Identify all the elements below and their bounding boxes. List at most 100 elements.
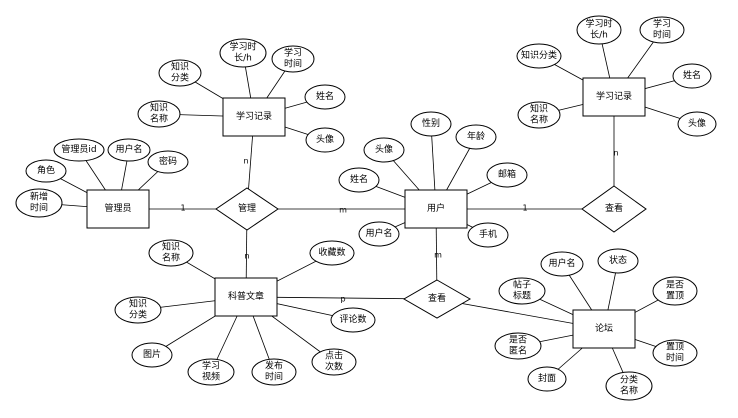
label: 姓名: [316, 90, 334, 102]
attribute-article-6: 发布时间: [251, 358, 297, 386]
attribute-record_right-5: 头像: [677, 111, 717, 137]
label: 图片: [143, 348, 161, 360]
attribute-ellipse: [330, 307, 376, 333]
attribute-article-7: 点击次数: [311, 348, 357, 376]
attribute-ellipse: [672, 63, 712, 89]
attribute-ellipse: [15, 188, 63, 218]
attribute-forum-0: 用户名: [540, 251, 584, 277]
label: 发布时间: [265, 360, 283, 383]
label: 知识分类: [171, 61, 189, 84]
attribute-ellipse: [271, 45, 315, 73]
attribute-user-5: 用户名: [358, 221, 400, 247]
attribute-ellipse: [219, 38, 267, 68]
label: 管理员: [104, 202, 131, 214]
attribute-article-5: 学习视频: [187, 358, 235, 386]
attribute-ellipse: [494, 332, 542, 360]
cardinality-user_view_article: m: [434, 251, 442, 260]
attribute-record_right-0: 知识分类: [516, 43, 562, 69]
label: 分类名称: [620, 374, 638, 397]
attribute-article-4: 图片: [131, 342, 173, 368]
attribute-ellipse: [114, 296, 162, 324]
attribute-ellipse: [148, 239, 194, 267]
cardinality-manage_article: n: [244, 252, 249, 261]
relationship-view_record: 查看: [581, 185, 647, 233]
attribute-manager-2: 用户名: [107, 138, 151, 162]
attribute-manager-0: 角色: [25, 159, 67, 183]
attribute-ellipse: [652, 276, 698, 306]
label: 知识名称: [150, 102, 168, 125]
attribute-user-6: 手机: [467, 222, 509, 248]
attribute-ellipse: [304, 84, 346, 110]
attribute-ellipse: [311, 348, 357, 376]
attribute-record_right-4: 知识名称: [517, 101, 561, 129]
entity-record_right: 学习记录: [582, 77, 646, 117]
label: 姓名: [350, 173, 368, 185]
cardinality-user_view_record: 1: [522, 204, 527, 213]
attribute-record_right-2: 学习时间: [639, 16, 685, 44]
entity-box: [222, 97, 286, 137]
label: 头像: [316, 133, 334, 145]
attribute-record_top-5: 头像: [305, 127, 345, 153]
attribute-ellipse: [107, 138, 151, 162]
attribute-ellipse: [652, 339, 698, 367]
attribute-user-2: 头像: [363, 137, 405, 163]
cardinality-view_record_record: n: [613, 149, 618, 158]
attribute-user-4: 邮箱: [486, 162, 528, 188]
label: 用户名: [115, 143, 142, 155]
attribute-ellipse: [527, 366, 567, 392]
entity-box: [404, 189, 468, 229]
attribute-ellipse: [25, 159, 67, 183]
attribute-ellipse: [455, 124, 497, 150]
label: 帖子标题: [513, 279, 531, 302]
label: 管理员id: [61, 143, 96, 155]
label: m: [339, 206, 347, 215]
label: 新增时间: [30, 191, 48, 214]
relationship-view_forum: 查看: [402, 279, 472, 319]
label: 封面: [538, 372, 556, 384]
label: 用户名: [365, 227, 392, 239]
cardinality-manage_user: m: [339, 206, 347, 215]
label: 置顶时间: [666, 342, 684, 364]
label: 状态: [609, 254, 627, 266]
attribute-article-0: 知识名称: [148, 239, 194, 267]
attribute-article-1: 收藏数: [309, 240, 355, 266]
attribute-ellipse: [516, 43, 562, 69]
attribute-ellipse: [131, 342, 173, 368]
attribute-record_right-1: 学习时长/h: [576, 15, 622, 45]
attribute-ellipse: [605, 371, 653, 401]
attribute-user-1: 年龄: [455, 124, 497, 150]
attribute-manager-4: 新增时间: [15, 188, 63, 218]
label: 学习时长/h: [229, 41, 256, 64]
label: 姓名: [683, 69, 701, 81]
attribute-forum-4: 是否匿名: [494, 332, 542, 360]
attribute-article-2: 知识分类: [114, 296, 162, 324]
relationship-manage: 管理: [215, 187, 279, 231]
attribute-ellipse: [309, 240, 355, 266]
label: 评论数: [339, 313, 366, 325]
attribute-manager-3: 密码: [147, 150, 189, 174]
label: 知识名称: [162, 241, 180, 264]
cardinality-manager_manage: 1: [180, 204, 185, 213]
entity-box: [214, 277, 278, 317]
attribute-manager-1: 管理员id: [53, 138, 105, 162]
label: 1: [180, 204, 185, 213]
label: 1: [522, 204, 527, 213]
attribute-ellipse: [639, 16, 685, 44]
label: 知识分类: [129, 298, 147, 321]
attribute-record_top-1: 学习时长/h: [219, 38, 267, 68]
attribute-ellipse: [597, 248, 639, 274]
cardinality-manage_record: n: [243, 157, 248, 166]
attribute-ellipse: [158, 59, 202, 87]
entity-record_top: 学习记录: [222, 97, 286, 137]
attribute-record_top-0: 知识分类: [158, 59, 202, 87]
attribute-ellipse: [53, 138, 105, 162]
label: 用户名: [548, 257, 575, 269]
attribute-article-3: 评论数: [330, 307, 376, 333]
label: 性别: [422, 117, 440, 129]
attribute-ellipse: [540, 251, 584, 277]
label: n: [613, 149, 618, 158]
attribute-ellipse: [251, 358, 297, 386]
attribute-ellipse: [498, 277, 546, 305]
label: 学习时间: [653, 18, 671, 41]
